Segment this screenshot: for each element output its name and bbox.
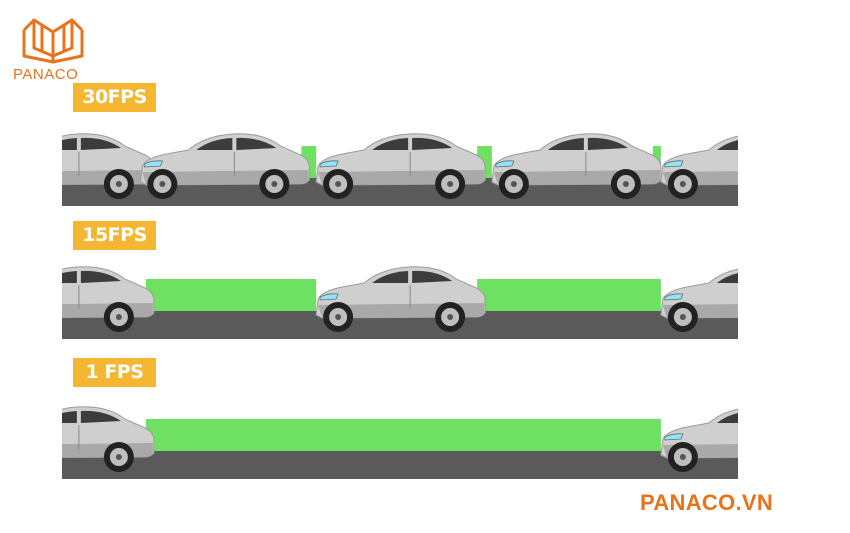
row-label-30fps: 30FPS: [73, 83, 156, 112]
row-label-1fps: 1 FPS: [73, 358, 156, 387]
strip-1fps: [62, 403, 738, 479]
row-label-15fps: 15FPS: [73, 221, 156, 250]
car: [660, 268, 738, 332]
strip-30fps: [62, 130, 738, 206]
motion-trail: [145, 419, 661, 451]
car: [62, 406, 155, 472]
strip-30fps-canvas: [62, 133, 738, 206]
book-logo-icon: [22, 18, 84, 64]
car: [660, 408, 738, 472]
car: [491, 133, 662, 199]
car: [139, 133, 310, 199]
car: [62, 133, 155, 199]
car: [315, 133, 486, 199]
car: [315, 266, 486, 332]
strip-15fps-canvas: [62, 266, 738, 339]
footer-website: PANACO.VN: [640, 490, 774, 515]
logo: PANACO: [10, 8, 100, 88]
motion-trail: [477, 279, 661, 311]
strip-1fps-canvas: [62, 406, 738, 479]
car: [62, 266, 155, 332]
strip-15fps: [62, 263, 738, 339]
logo-text: PANACO: [13, 66, 79, 83]
road: [62, 451, 738, 479]
car: [660, 135, 738, 199]
motion-trail: [145, 279, 317, 311]
